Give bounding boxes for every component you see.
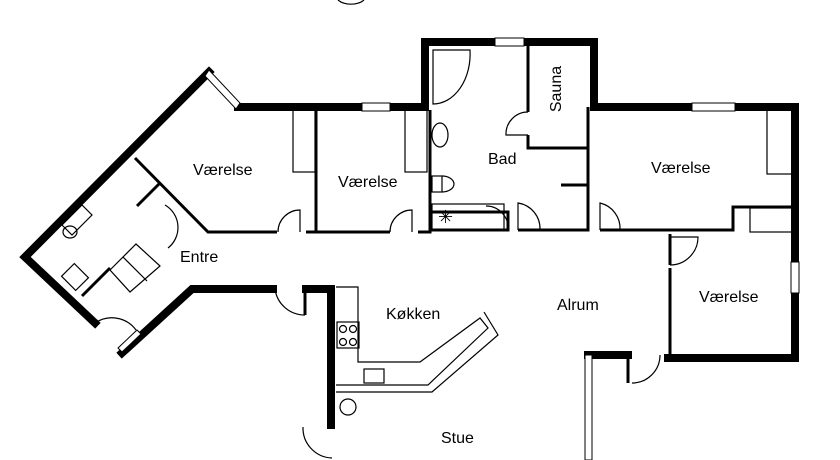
room-label-vaerelse-1: Værelse	[193, 162, 253, 179]
fixtures: ✳	[60, 49, 793, 416]
washer-dryer-icon	[109, 243, 161, 293]
exterior-walls	[19, 38, 799, 429]
room-label-koekken: Køkken	[386, 306, 441, 323]
room-label-stue: Stue	[441, 430, 474, 447]
doors	[94, 0, 699, 459]
wc-toilet-icon	[60, 262, 90, 292]
room-label-alrum: Alrum	[557, 297, 599, 314]
chair-icon	[339, 398, 357, 416]
bath-sink-icon	[431, 122, 449, 148]
room-label-entre: Entre	[180, 249, 219, 266]
shower-icon	[432, 49, 471, 105]
stove-icon	[336, 321, 360, 349]
room-label-vaerelse-2: Værelse	[338, 174, 398, 191]
room-label-vaerelse-4: Værelse	[699, 289, 759, 306]
windows	[117, 37, 800, 460]
bath-toilet-icon	[431, 175, 443, 193]
room-label-sauna: Sauna	[548, 65, 566, 113]
interior-walls	[80, 45, 795, 383]
room-label-bad: Bad	[488, 151, 517, 168]
kitchen-sink-icon	[363, 368, 385, 384]
heater-icon: ✳	[438, 207, 453, 227]
room-label-vaerelse-3: Værelse	[651, 160, 711, 177]
wc-sink-icon	[61, 204, 93, 236]
